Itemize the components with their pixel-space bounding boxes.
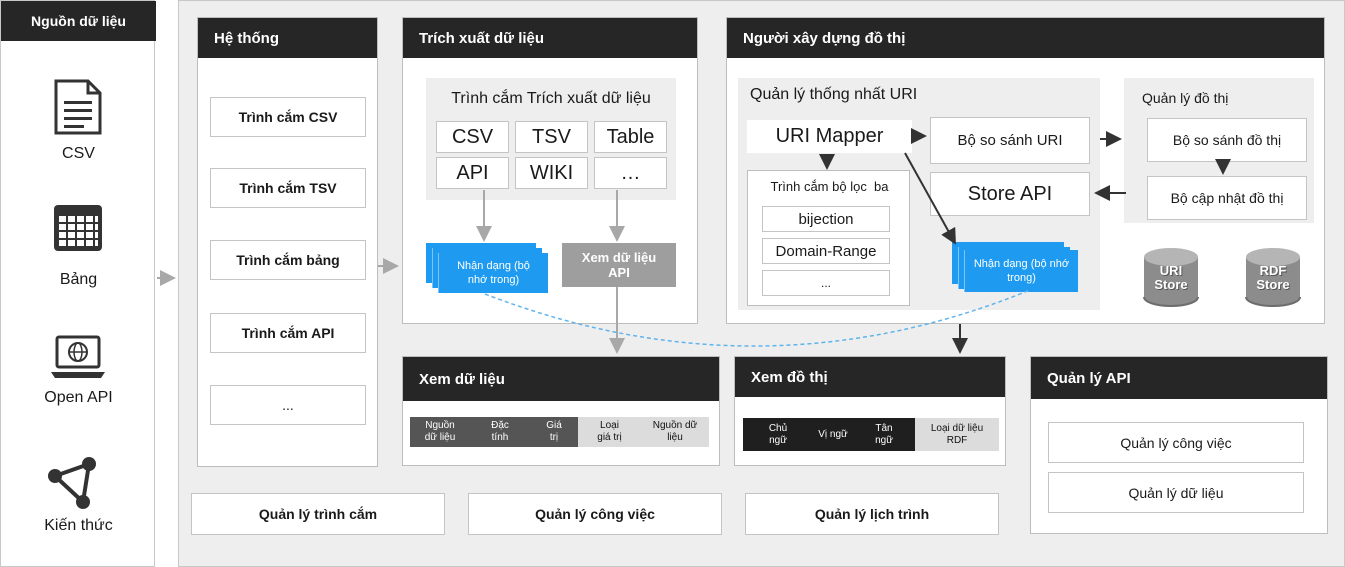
data-view-title: Xem dữ liệu [403, 357, 719, 401]
table-grid-icon [54, 205, 102, 251]
data-view-panel: Xem dữ liệu [402, 356, 720, 466]
graph-view-col-predicate: Vị ngữ [813, 418, 853, 451]
extraction-plugin-title: Trình cắm Trích xuất dữ liệu [451, 90, 651, 107]
api-management-title: Quản lý API [1031, 357, 1327, 399]
rdf-store-icon [1245, 248, 1301, 307]
extraction-title: Trích xuất dữ liệu [403, 18, 697, 58]
schedule-management-button[interactable]: Quản lý lịch trình [745, 493, 999, 535]
graph-view-col-rdf-type: Loại dữ liệu RDF [915, 418, 999, 451]
extract-cell-more[interactable]: … [594, 157, 667, 189]
uri-management-title: Quản lý thống nhất URI [750, 86, 918, 103]
graph-comparator-box[interactable]: Bộ so sánh đồ thị [1147, 118, 1307, 162]
data-sources-title: Nguồn dữ liệu [1, 1, 156, 41]
source-label-csv: CSV [62, 145, 95, 162]
work-management-button[interactable]: Quản lý công việc [468, 493, 722, 535]
plugin-management-button[interactable]: Quản lý trình cắm [191, 493, 445, 535]
identify-memory-box[interactable]: Nhận dạng (bộ nhớ trong) [438, 253, 548, 293]
system-item-table[interactable]: Trình cắm bảng [210, 240, 366, 280]
laptop-globe-icon [51, 335, 105, 378]
uri-mapper-box[interactable]: URI Mapper [747, 120, 912, 153]
filter-bijection[interactable]: bijection [762, 206, 890, 232]
data-view-col-value: Giá trị [530, 417, 578, 447]
data-view-col-source: Nguồn dữ liệu [410, 417, 470, 447]
system-item-tsv[interactable]: Trình cắm TSV [210, 168, 366, 208]
data-sources-panel: Nguồn dữ liệu CSV Bảng Open API [0, 0, 156, 567]
filter-more[interactable]: ... [762, 270, 890, 296]
extract-cell-tsv[interactable]: TSV [515, 121, 588, 153]
system-item-csv[interactable]: Trình cắm CSV [210, 97, 366, 137]
extract-cell-table[interactable]: Table [594, 121, 667, 153]
extract-cell-wiki[interactable]: WIKI [515, 157, 588, 189]
graph-updater-box[interactable]: Bộ cập nhật đồ thị [1147, 176, 1307, 220]
graph-management-title: Quản lý đồ thị [1142, 90, 1229, 106]
graph-builder-title: Người xây dựng đồ thị [727, 18, 1324, 58]
source-label-knowledge: Kiến thức [44, 517, 113, 534]
uri-store-icon [1143, 248, 1199, 307]
source-label-table: Bảng [59, 271, 98, 288]
graph-view-col-subject: Chủ ngữ [743, 418, 813, 451]
data-view-col-source-2: Nguồn dữ liệu [641, 417, 709, 447]
filter-plugin-title: Trình cắm bộ lọc ba [770, 178, 889, 194]
document-icon [54, 79, 102, 135]
source-label-openapi: Open API [44, 389, 113, 406]
extract-cell-api[interactable]: API [436, 157, 509, 189]
rdf-store-label: RDF Store [1256, 263, 1290, 292]
extract-cell-csv[interactable]: CSV [436, 121, 509, 153]
system-item-api[interactable]: Trình cắm API [210, 313, 366, 353]
graph-view-title: Xem đồ thị [735, 357, 1005, 397]
uri-store-label: URI Store [1154, 263, 1188, 292]
api-data-view-box[interactable]: Xem dữ liệu API [562, 243, 676, 287]
uri-comparator-box[interactable]: Bộ so sánh URI [930, 117, 1090, 164]
system-title: Hệ thống [198, 18, 377, 58]
graph-view-col-object: Tân ngữ [853, 418, 915, 451]
graph-identify-memory-box[interactable]: Nhận dạng (bộ nhớ trong) [964, 250, 1078, 292]
api-work-management[interactable]: Quản lý công việc [1048, 422, 1304, 463]
data-view-col-property: Đặc tính [470, 417, 530, 447]
store-api-box[interactable]: Store API [930, 172, 1090, 216]
filter-domain-range[interactable]: Domain-Range [762, 238, 890, 264]
system-item-more[interactable]: ... [210, 385, 366, 425]
api-data-management[interactable]: Quản lý dữ liệu [1048, 472, 1304, 513]
knowledge-network-icon [48, 457, 96, 509]
data-view-col-value-type: Loại giá trị [578, 417, 641, 447]
